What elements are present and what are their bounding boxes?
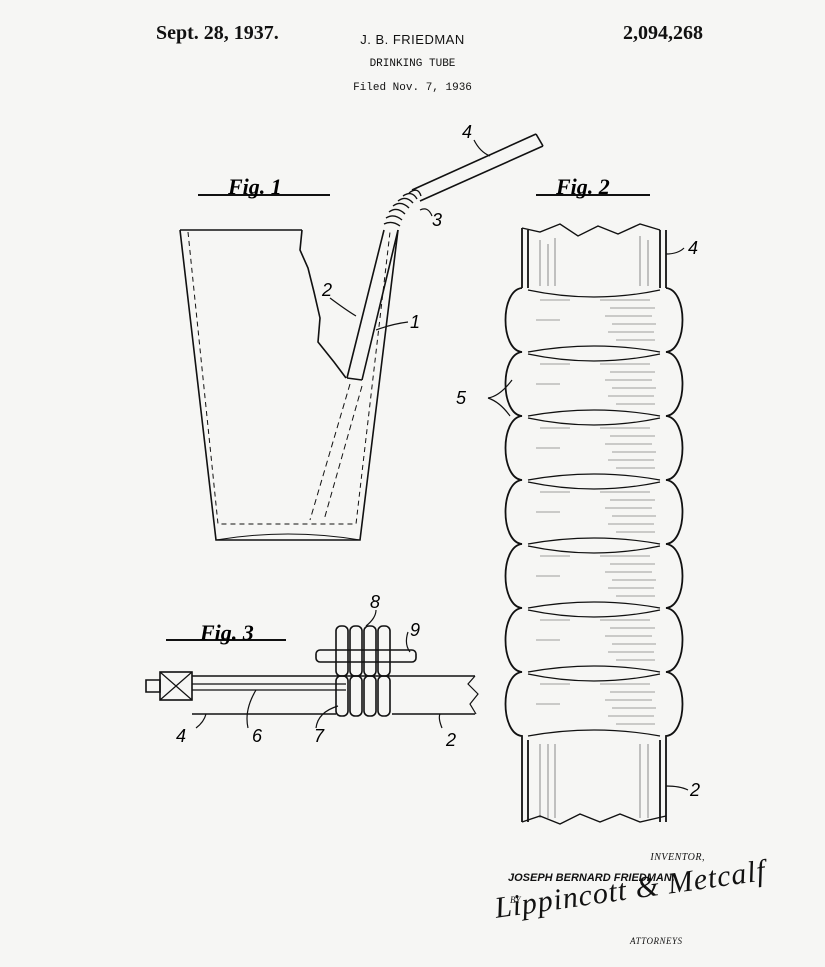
fig3-leader-7 — [315, 705, 339, 729]
mandrel-block-x — [159, 671, 193, 701]
fig3-ref-8: 8 — [370, 592, 380, 612]
fig1-ref-2: 2 — [321, 280, 332, 300]
inventor-header: J. B. FRIEDMAN — [360, 32, 465, 47]
fig3-leader-8 — [365, 609, 377, 627]
straw-cut — [346, 377, 363, 381]
fig1-label: Fig. 1 — [227, 174, 282, 199]
patent-date: Sept. 28, 1937. — [156, 22, 279, 44]
glass-outline — [179, 229, 399, 541]
fig2-label: Fig. 2 — [555, 174, 610, 199]
fig3-leader-4 — [195, 713, 207, 729]
fig2-ref-5: 5 — [456, 388, 467, 408]
filed-date: Filed Nov. 7, 1936 — [353, 82, 472, 94]
glass-bottom — [215, 533, 361, 541]
tube-top-break — [521, 223, 661, 237]
inventor-label: INVENTOR, — [650, 852, 705, 863]
fig3-ref-4: 4 — [176, 726, 186, 746]
fig3-label: Fig. 3 — [199, 620, 254, 645]
tube-top-walls — [521, 228, 667, 288]
patent-number: 2,094,268 — [623, 22, 703, 44]
fig2-ref-2: 2 — [689, 780, 700, 800]
tube-bottom-walls — [521, 740, 667, 822]
tube-right-corrugation — [665, 287, 684, 760]
fig2-leader-2 — [665, 785, 689, 791]
leader-3 — [419, 208, 433, 217]
die-wheels — [315, 625, 417, 717]
straw-bend — [383, 189, 422, 227]
tube-bottom-break — [521, 813, 667, 825]
fig3-ref-6: 6 — [252, 726, 263, 746]
figure-3 — [145, 609, 479, 729]
fig1-ref-3: 3 — [432, 210, 442, 230]
fig3-leader-6 — [246, 689, 257, 729]
fig3-leader-9 — [405, 631, 411, 653]
tube-creases — [527, 289, 661, 737]
fig2-leader-5 — [487, 379, 513, 417]
mandrel-end — [145, 679, 161, 693]
fig1-ref-4: 4 — [462, 122, 472, 142]
fig3-tube-break — [467, 675, 479, 715]
fig2-ref-4: 4 — [688, 238, 698, 258]
figure-1 — [179, 133, 544, 541]
straw-hidden — [309, 383, 363, 521]
inventor-full-name: JOSEPH BERNARD FRIEDMAN. — [508, 872, 675, 884]
leader-4 — [473, 139, 491, 157]
patent-title: DRINKING TUBE — [369, 58, 456, 70]
fig3-ref-2: 2 — [445, 730, 456, 750]
glass-inner — [187, 231, 391, 525]
straw-upper — [411, 133, 544, 202]
mandrel-block — [159, 671, 193, 701]
by-label: BY — [510, 895, 521, 905]
figure-2 — [487, 194, 689, 825]
fig3-tube — [192, 675, 475, 715]
broken-edge — [299, 229, 347, 379]
fig3-leader-2 — [438, 713, 443, 729]
straw-tip — [535, 133, 544, 147]
tube-shading — [536, 236, 656, 818]
fig1-ref-1: 1 — [410, 312, 420, 332]
leader-2 — [329, 297, 357, 317]
tube-left-corrugation — [504, 287, 523, 760]
attorneys-label: ATTORNEYS — [630, 936, 683, 946]
fig3-ref-7: 7 — [314, 726, 325, 746]
straw-lower — [346, 229, 399, 381]
leader-1 — [375, 321, 409, 331]
fig2-leader-4 — [665, 247, 685, 255]
fig3-ref-9: 9 — [410, 620, 420, 640]
